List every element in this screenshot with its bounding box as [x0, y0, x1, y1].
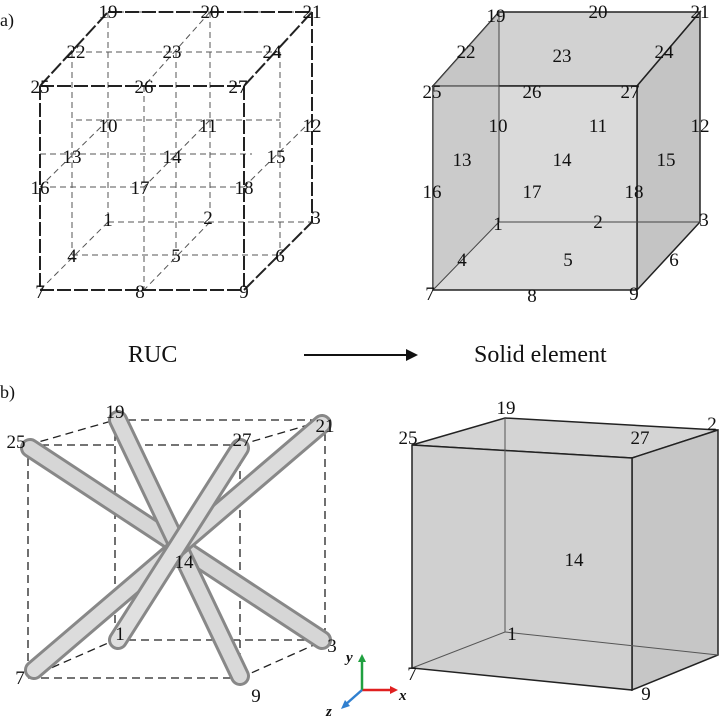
axis-x-label: x: [398, 688, 407, 704]
node-label: 26: [135, 77, 154, 98]
node-label: 22: [67, 42, 86, 63]
node-label: 12: [303, 116, 322, 137]
node-label: 1: [103, 210, 113, 231]
node-label: 10: [489, 116, 508, 137]
node-label: 9: [641, 684, 651, 705]
node-label: 4: [457, 250, 467, 271]
node-label: 3: [327, 636, 337, 657]
node-label: 9: [239, 282, 249, 303]
node-label: 10: [99, 116, 118, 137]
node-label: 11: [589, 116, 607, 137]
node-label: 15: [657, 150, 676, 171]
node-label: 21: [691, 2, 710, 23]
node-label: 11: [199, 116, 217, 137]
node-label: 1: [507, 624, 517, 645]
node-label: 6: [669, 250, 679, 271]
panel-b-right-cube: [411, 417, 719, 692]
node-label: 14: [565, 550, 585, 571]
node-label: 13: [453, 150, 472, 171]
node-label: 13: [63, 147, 82, 168]
panel-b-struts: [20, 410, 332, 686]
axis-z-label: z: [325, 704, 332, 720]
node-label: 7: [35, 282, 45, 303]
panel-b-left-node-labels: 19 25 27 21 14 1 3 7 9: [7, 402, 337, 707]
node-label: 15: [267, 147, 286, 168]
node-label: 23: [553, 46, 572, 67]
panel-a-left-cube: [39, 11, 313, 291]
node-label: 18: [625, 182, 644, 203]
node-label: 16: [31, 178, 50, 199]
node-label: 20: [201, 2, 220, 23]
node-label: 2: [593, 212, 603, 233]
caption-solid-element: Solid element: [474, 342, 607, 368]
node-label: 19: [106, 402, 125, 423]
node-label: 18: [235, 178, 254, 199]
node-label: 14: [553, 150, 573, 171]
node-label: 8: [527, 286, 537, 307]
node-label: 14: [175, 552, 195, 573]
node-label: 1: [115, 624, 125, 645]
node-label: 27: [621, 82, 640, 103]
node-label: 20: [589, 2, 608, 23]
node-label: 8: [135, 282, 145, 303]
node-label: 19: [487, 6, 506, 27]
node-label: 27: [229, 77, 248, 98]
node-label: 25: [7, 432, 26, 453]
node-label: 21: [303, 2, 322, 23]
node-label: 6: [275, 246, 285, 267]
node-label: 22: [457, 42, 476, 63]
node-label: 27: [233, 430, 252, 451]
arrow: [304, 349, 418, 361]
node-label: 19: [99, 2, 118, 23]
node-label: 7: [407, 664, 417, 685]
node-label: 24: [263, 42, 283, 63]
node-label: 2: [203, 208, 213, 229]
node-label: 9: [629, 284, 639, 305]
panel-label-a: a): [0, 10, 14, 31]
axis-y-label: y: [344, 650, 353, 666]
node-label: 9: [251, 686, 261, 707]
node-label: 12: [691, 116, 710, 137]
node-label: 25: [31, 77, 50, 98]
node-label: 25: [423, 82, 442, 103]
node-label: 5: [171, 246, 181, 267]
node-label: 7: [425, 284, 435, 305]
node-label: 21: [316, 416, 335, 437]
node-label: 17: [523, 182, 542, 203]
node-label: 3: [311, 208, 321, 229]
node-label: 25: [399, 428, 418, 449]
caption-ruc: RUC: [128, 342, 177, 368]
node-label: 5: [563, 250, 573, 271]
axis-triad: x y z: [325, 650, 407, 720]
node-label: 23: [163, 42, 182, 63]
node-label: 19: [497, 398, 516, 419]
node-label: 7: [15, 668, 25, 689]
node-label: 4: [67, 246, 77, 267]
node-label: 17: [131, 178, 150, 199]
node-label: 3: [699, 210, 709, 231]
panel-label-b: b): [0, 382, 15, 403]
node-label: 14: [163, 147, 183, 168]
node-label: 16: [423, 182, 442, 203]
node-label: 1: [493, 214, 503, 235]
node-label: 26: [523, 82, 542, 103]
node-label: 24: [655, 42, 675, 63]
panel-b-right-node-labels: 19 25 27 2 14 1 7 9: [399, 398, 717, 705]
node-label: 2: [707, 414, 717, 435]
panel-a-right-cube: [431, 9, 702, 292]
node-label: 27: [631, 428, 650, 449]
